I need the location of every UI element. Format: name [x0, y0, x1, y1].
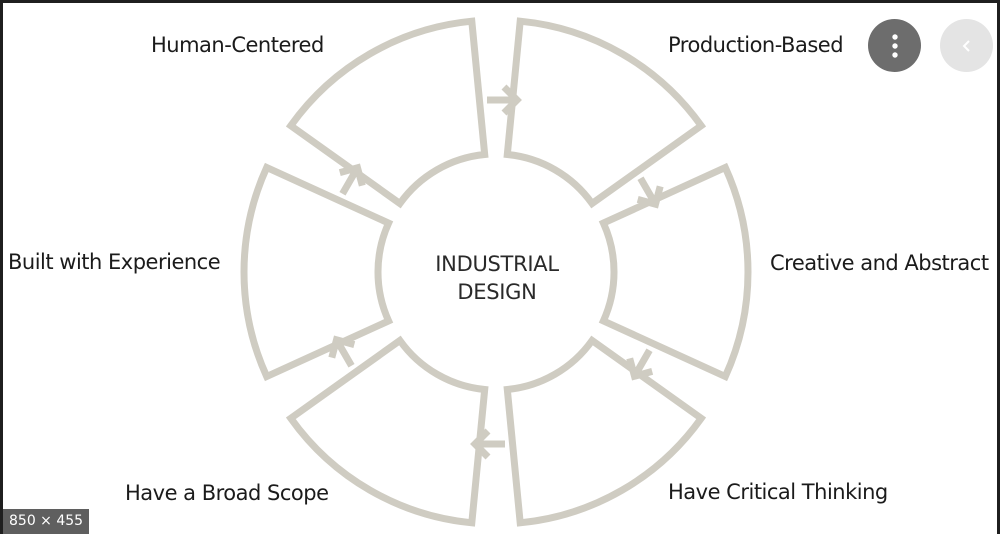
- segment-label-built-with-experience: Built with Experience: [8, 250, 221, 274]
- ring-outline: [240, 17, 752, 527]
- image-size-badge: 850 × 455: [3, 509, 90, 534]
- ring-segment-have-critical-thinking: [503, 335, 707, 527]
- more-options-button[interactable]: [868, 19, 921, 72]
- frame-border-right: [997, 0, 1000, 534]
- segment-label-creative-and-abstract: Creative and Abstract: [770, 251, 989, 275]
- segment-label-human-centered: Human-Centered: [151, 33, 324, 57]
- frame-border-top: [0, 0, 1000, 3]
- ring-segment-creative-and-abstract: [598, 162, 752, 382]
- flow-arrow-3: [626, 348, 654, 381]
- segment-label-have-critical-thinking: Have Critical Thinking: [668, 480, 888, 504]
- segment-label-production-based: Production-Based: [668, 33, 844, 57]
- center-title-line-2: DESIGN: [457, 280, 537, 304]
- flow-arrow-5: [328, 335, 356, 368]
- center-title: INDUSTRIAL DESIGN: [397, 250, 597, 306]
- flow-arrow-6: [338, 163, 366, 196]
- chevron-left-icon: [962, 39, 970, 52]
- previous-button[interactable]: [940, 19, 993, 72]
- center-title-line-1: INDUSTRIAL: [435, 252, 559, 276]
- ring-segment-production-based: [503, 17, 707, 209]
- frame-border-left: [0, 0, 3, 534]
- flow-arrow-2: [636, 176, 664, 209]
- ring-segment-human-centered: [285, 17, 489, 209]
- flow-arrow-1: [487, 84, 522, 116]
- ring-segment-built-with-experience: [240, 162, 394, 382]
- vertical-dots-icon: [891, 33, 898, 58]
- segment-label-have-a-broad-scope: Have a Broad Scope: [125, 481, 329, 505]
- flow-arrow-4: [470, 428, 505, 460]
- ring-segment-have-a-broad-scope: [285, 335, 489, 527]
